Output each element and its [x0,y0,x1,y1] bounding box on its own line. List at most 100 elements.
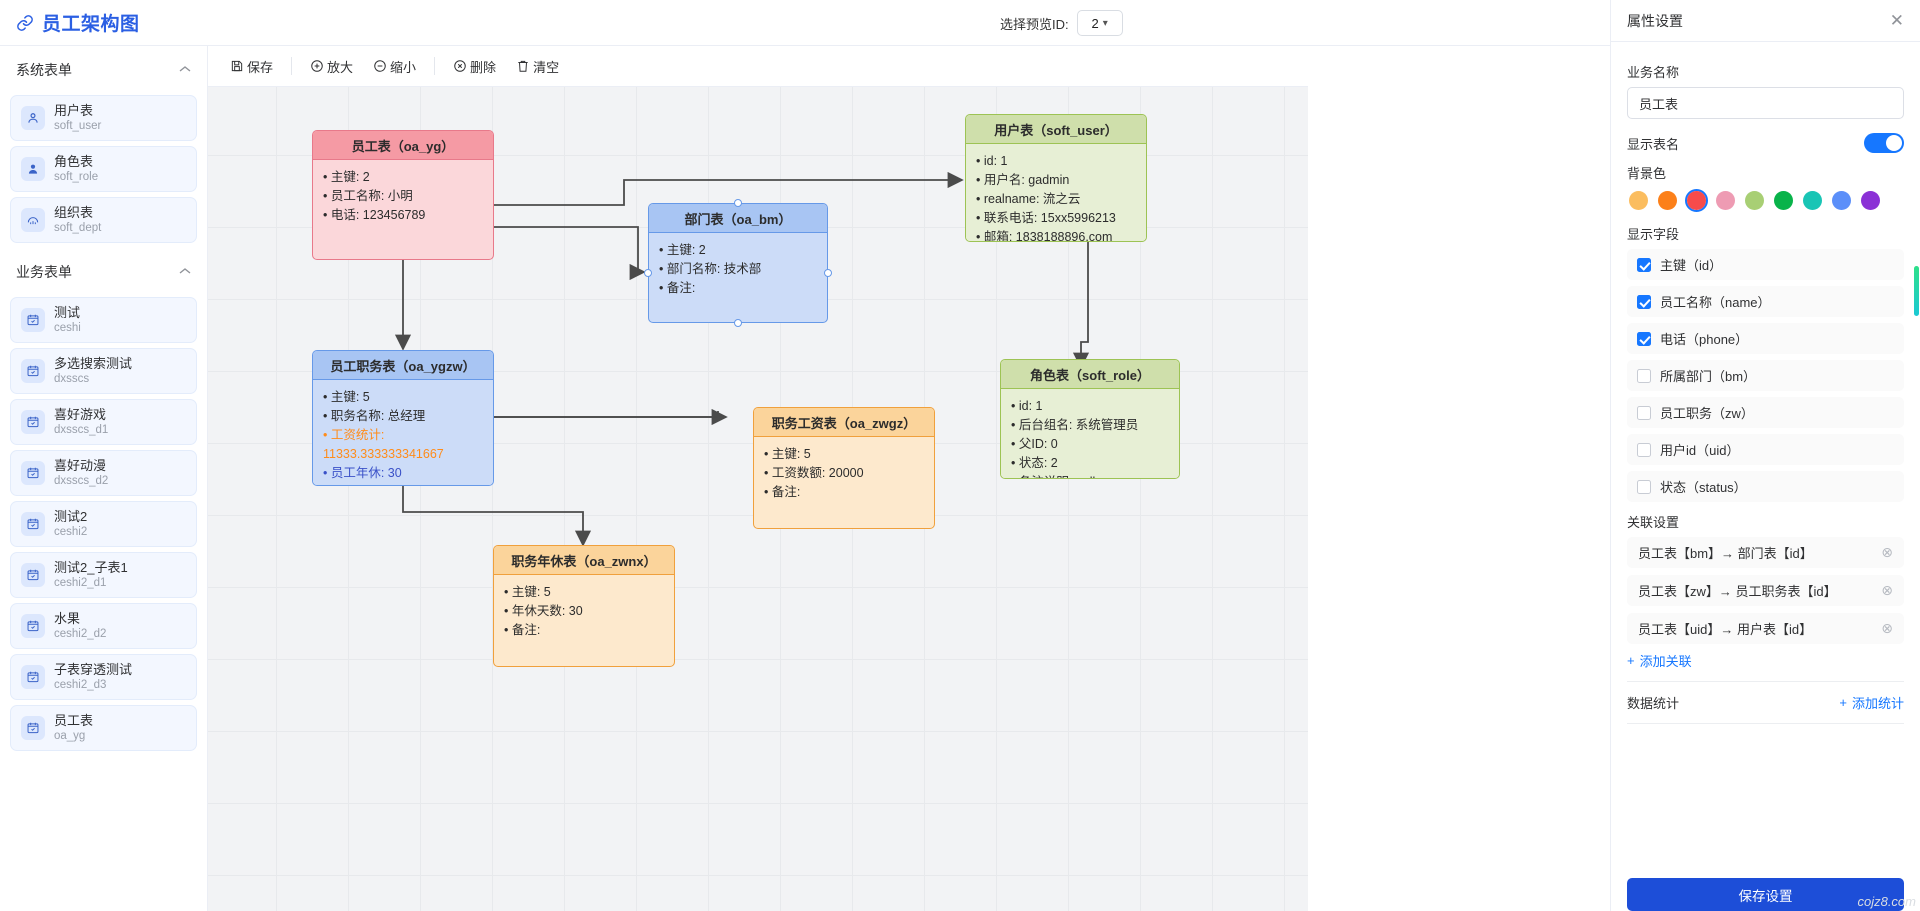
add-statistic-button[interactable]: + 添加统计 [1839,693,1904,712]
delete-button[interactable]: 删除 [445,53,504,80]
diagram-node-oa-zwnx[interactable]: 职务年休表（oa_zwnx） 主键: 5 年休天数: 30 备注: [493,545,675,667]
field-checkbox-row[interactable]: 员工职务（zw） [1627,397,1904,428]
node-row: 联系电话: 15xx5996213 [976,209,1136,228]
node-row: 主键: 2 [659,241,817,260]
zoom-out-button[interactable]: 缩小 [365,53,424,80]
diagram-canvas[interactable]: 员工表（oa_yg） 主键: 2 员工名称: 小明 电话: 123456789 … [208,87,1308,911]
color-dot [1861,191,1880,210]
sidebar-item-soft-role[interactable]: 角色表 soft_role [10,146,197,192]
sidebar[interactable]: 系统表单 用户表 soft_user 角色表 soft_role 组织表 sof… [0,46,208,911]
field-checkbox[interactable] [1637,368,1651,383]
node-row: 主键: 5 [764,445,924,464]
save-button[interactable]: 保存 [222,53,281,80]
sidebar-item-name: 测试2_子表1 [54,559,128,575]
node-row: id: 1 [976,152,1136,171]
node-port-top[interactable] [734,199,742,207]
field-checkbox[interactable] [1637,479,1651,494]
diagram-node-oa-bm[interactable]: 部门表（oa_bm） 主键: 2 部门名称: 技术部 备注: [648,203,828,323]
brand: 员工架构图 [0,9,140,36]
field-checkbox[interactable] [1637,257,1651,272]
add-relation-button[interactable]: + 添加关联 [1627,651,1904,670]
field-checkbox-row[interactable]: 用户id（uid） [1627,434,1904,465]
node-title: 职务工资表（oa_zwgz） [754,408,934,437]
color-swatch-3[interactable] [1714,189,1737,212]
color-swatch-2[interactable] [1685,189,1708,212]
save-settings-button[interactable]: 保存设置 [1627,878,1904,911]
sidebar-item-soft-user[interactable]: 用户表 soft_user [10,95,197,141]
diagram-node-soft-role[interactable]: 角色表（soft_role） id: 1 后台组名: 系统管理员 父ID: 0 … [1000,359,1180,479]
node-row: 状态: 2 [1011,454,1169,473]
diagram-node-oa-zwgz[interactable]: 职务工资表（oa_zwgz） 主键: 5 工资数额: 20000 备注: [753,407,935,529]
properties-panel[interactable]: 属性设置 ✕ 业务名称 员工表 显示表名 背景色 显示字段 主键（id）员工名称… [1610,0,1920,911]
zoom-in-button-label: 放大 [327,59,354,75]
remove-circle-icon[interactable]: ⊗ [1881,582,1893,598]
field-checkbox-row[interactable]: 员工名称（name） [1627,286,1904,317]
business-name-input[interactable]: 员工表 [1627,87,1904,119]
diagram-node-oa-ygzw[interactable]: 员工职务表（oa_ygzw） 主键: 5 职务名称: 总经理 工资统计: 113… [312,350,494,486]
remove-circle-icon[interactable]: ⊗ [1881,544,1893,560]
diagram-node-soft-user[interactable]: 用户表（soft_user） id: 1 用户名: gadmin realnam… [965,114,1147,242]
sidebar-item-code: dxsscs_d2 [54,474,109,487]
field-checkbox[interactable] [1637,442,1651,457]
node-body: 主键: 5 职务名称: 总经理 工资统计: 11333.333333341667… [313,380,493,485]
node-row: 用户名: gadmin [976,171,1136,190]
node-row: 主键: 5 [323,388,483,407]
field-checkbox-row[interactable]: 状态（status） [1627,471,1904,502]
plus-icon: + [1839,695,1847,710]
panel-scrollbar[interactable] [1914,266,1919,316]
node-row-stat-label: 工资统计: [323,426,483,445]
preview-id-select[interactable]: 2 ▾ [1076,10,1123,36]
color-swatch-7[interactable] [1830,189,1853,212]
relation-row[interactable]: 员工表【bm】→ 部门表【id】⊗ [1627,537,1904,568]
sidebar-item-name: 角色表 [54,153,94,169]
sidebar-section-header-business[interactable]: 业务表单 [0,248,207,292]
link-icon [16,14,34,32]
color-swatch-4[interactable] [1743,189,1766,212]
chevron-up-icon[interactable] [179,266,191,278]
diagram-edges [394,171,1090,547]
delete-button-label: 删除 [470,59,497,75]
color-swatch-0[interactable] [1627,189,1650,212]
sidebar-section-header-system[interactable]: 系统表单 [0,46,207,90]
field-checkbox-row[interactable]: 电话（phone） [1627,323,1904,354]
clear-button[interactable]: 清空 [508,53,567,80]
node-port-left[interactable] [644,269,652,277]
color-swatch-6[interactable] [1801,189,1824,212]
close-icon[interactable]: ✕ [1889,11,1904,30]
color-swatch-5[interactable] [1772,189,1795,212]
zoom-in-button[interactable]: 放大 [302,53,361,80]
sidebar-item-code: ceshi2_d3 [54,678,107,691]
color-swatch-1[interactable] [1656,189,1679,212]
relation-row[interactable]: 员工表【uid】→ 用户表【id】⊗ [1627,613,1904,644]
background-color-swatches[interactable] [1627,189,1904,212]
remove-circle-icon[interactable]: ⊗ [1881,620,1893,636]
field-checkbox-row[interactable]: 主键（id） [1627,249,1904,280]
diagram-node-oa-yg[interactable]: 员工表（oa_yg） 主键: 2 员工名称: 小明 电话: 123456789 [312,130,494,260]
field-checkbox[interactable] [1637,405,1651,420]
sidebar-item-soft-dept[interactable]: 组织表 soft_dept [10,197,197,243]
properties-panel-body: 业务名称 员工表 显示表名 背景色 显示字段 主键（id）员工名称（name）电… [1611,42,1920,724]
node-port-bottom[interactable] [734,319,742,327]
color-swatch-8[interactable] [1859,189,1882,212]
node-row: realname: 流之云 [976,190,1136,209]
node-title: 员工表（oa_yg） [313,131,493,160]
show-table-name-toggle[interactable] [1864,133,1904,153]
sidebar-item-name: 用户表 [54,102,94,118]
field-checkbox[interactable] [1637,294,1651,309]
relation-label: 员工表【zw】→ 员工职务表【id】 [1638,584,1837,599]
node-port-right[interactable] [824,269,832,277]
chevron-up-icon[interactable] [179,64,191,76]
field-checkbox[interactable] [1637,331,1651,346]
sidebar-item-code: ceshi2 [54,525,88,538]
relation-row[interactable]: 员工表【zw】→ 员工职务表【id】 ⊗ [1627,575,1904,606]
field-checkbox-row[interactable]: 所属部门（bm） [1627,360,1904,391]
